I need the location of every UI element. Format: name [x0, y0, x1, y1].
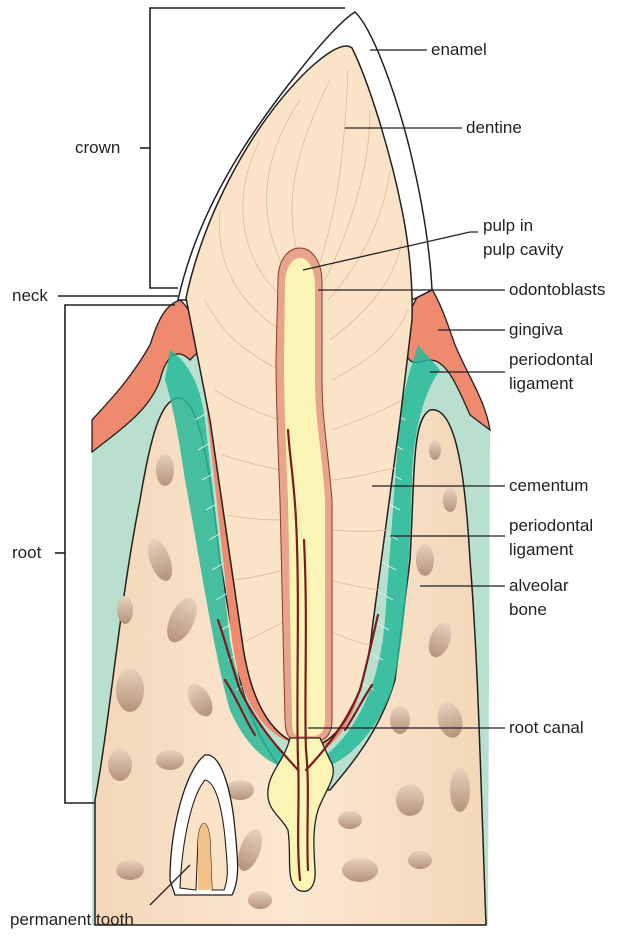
- label-odontoblasts: odontoblasts: [509, 280, 605, 300]
- label-crown: crown: [75, 138, 120, 158]
- label-pulp-line1: pulp in: [483, 216, 533, 236]
- label-root: root: [12, 543, 41, 563]
- label-permanent-tooth: permanent tooth: [10, 910, 134, 930]
- label-pulp-line2: pulp cavity: [483, 240, 563, 260]
- label-alveolar-line2: bone: [509, 600, 547, 620]
- label-alveolar-line1: alveolar: [509, 576, 569, 596]
- label-neck: neck: [12, 286, 48, 306]
- label-dentine: dentine: [466, 118, 522, 138]
- label-cementum: cementum: [509, 476, 588, 496]
- label-enamel: enamel: [431, 40, 487, 60]
- label-periodontal-upper-line1: periodontal: [509, 350, 593, 370]
- label-gingiva: gingiva: [509, 320, 563, 340]
- label-periodontal-upper-line2: ligament: [509, 374, 573, 394]
- label-root-canal: root canal: [509, 718, 584, 738]
- label-periodontal-lower-line2: ligament: [509, 540, 573, 560]
- label-periodontal-lower-line1: periodontal: [509, 516, 593, 536]
